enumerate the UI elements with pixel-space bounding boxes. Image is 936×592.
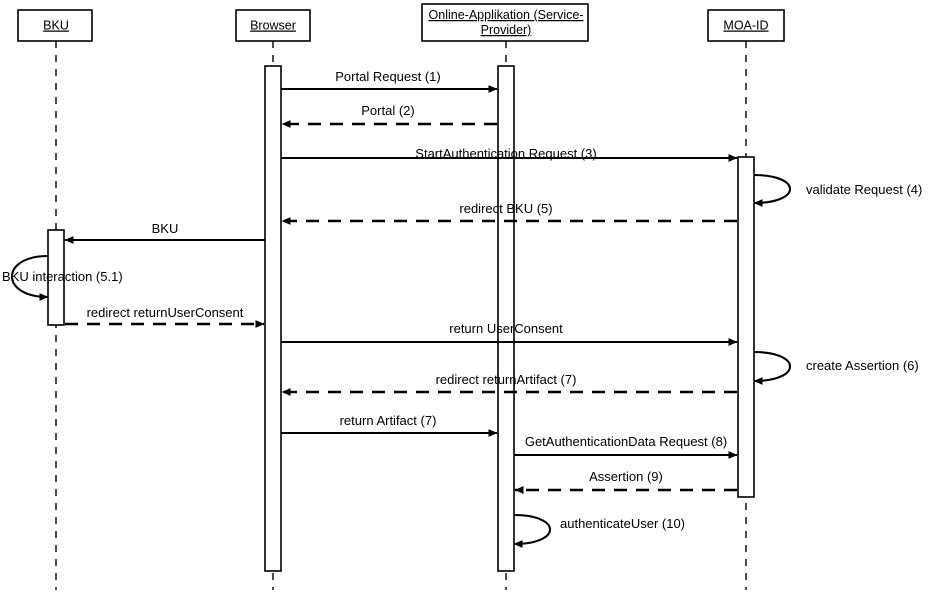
message-label: GetAuthenticationData Request (8) (525, 434, 727, 449)
message-layer: Portal Request (1) Portal (2) StartAuthent… (2, 69, 922, 548)
self-message-arrow (513, 513, 552, 548)
message-m8: redirect returnUserConsent (65, 305, 265, 328)
message-m7: BKU interaction (5.1) (2, 254, 123, 301)
lifeline-browser: Browser (235, 9, 311, 590)
lifeline-label-bku: BKU (43, 19, 69, 33)
message-m11: redirect returnArtifact (7) (281, 372, 737, 396)
message-m1: Portal Request (1) (281, 69, 498, 93)
activation-layer (47, 65, 755, 572)
lifeline-header-box-moaid (707, 9, 785, 42)
lifeline-label-browser: Browser (250, 19, 296, 33)
message-label: validate Request (4) (806, 182, 922, 197)
lifeline-layer: BKU Browser Online-Applikation (Service-Pr… (17, 3, 785, 590)
activation-bar-moaid (737, 156, 755, 498)
self-message-arrow (753, 350, 792, 385)
lifeline-label-moaid: MOA-ID (723, 19, 768, 33)
lifeline-bku: BKU (17, 9, 93, 590)
message-m2: Portal (2) (281, 103, 497, 128)
lifeline-moaid: MOA-ID (707, 9, 785, 590)
message-m15: authenticateUser (10) (513, 513, 685, 548)
message-m12: return Artifact (7) (281, 413, 498, 437)
message-label: redirect BKU (5) (459, 201, 552, 216)
message-label: BKU (152, 221, 179, 236)
activation-bar-browser (264, 65, 282, 572)
message-label: Portal Request (1) (335, 69, 441, 84)
message-label: authenticateUser (10) (560, 516, 685, 531)
message-m9: return UserConsent (281, 321, 738, 346)
activation-bar-oa (497, 65, 515, 572)
message-label: redirect returnUserConsent (87, 305, 244, 320)
message-label: return UserConsent (449, 321, 563, 336)
message-m6: BKU (64, 221, 265, 244)
message-m3: StartAuthentication Request (3) (281, 146, 738, 162)
message-m4: validate Request (4) (753, 173, 922, 207)
lifeline-header-box-oa (421, 3, 589, 42)
message-m5: redirect BKU (5) (281, 201, 737, 225)
message-label: Assertion (9) (589, 469, 663, 484)
self-message-arrow (10, 254, 49, 301)
message-label: Portal (2) (361, 103, 414, 118)
message-label: return Artifact (7) (340, 413, 437, 428)
message-label: redirect returnArtifact (7) (436, 372, 577, 387)
lifeline-header-box-bku (17, 9, 93, 42)
message-m13: GetAuthenticationData Request (8) (514, 434, 738, 459)
message-label: BKU interaction (5.1) (2, 269, 123, 284)
message-m10: create Assertion (6) (753, 350, 919, 385)
activation-bar-bku (47, 229, 65, 326)
lifeline-label-oa: Provider) (481, 23, 532, 37)
message-m14: Assertion (9) (514, 469, 737, 494)
lifeline-label-oa: Online-Applikation (Service- (429, 8, 584, 22)
message-label: create Assertion (6) (806, 358, 919, 373)
self-message-arrow (753, 173, 792, 207)
message-label: StartAuthentication Request (3) (415, 146, 596, 161)
lifeline-oa: Online-Applikation (Service-Provider) (421, 3, 589, 590)
